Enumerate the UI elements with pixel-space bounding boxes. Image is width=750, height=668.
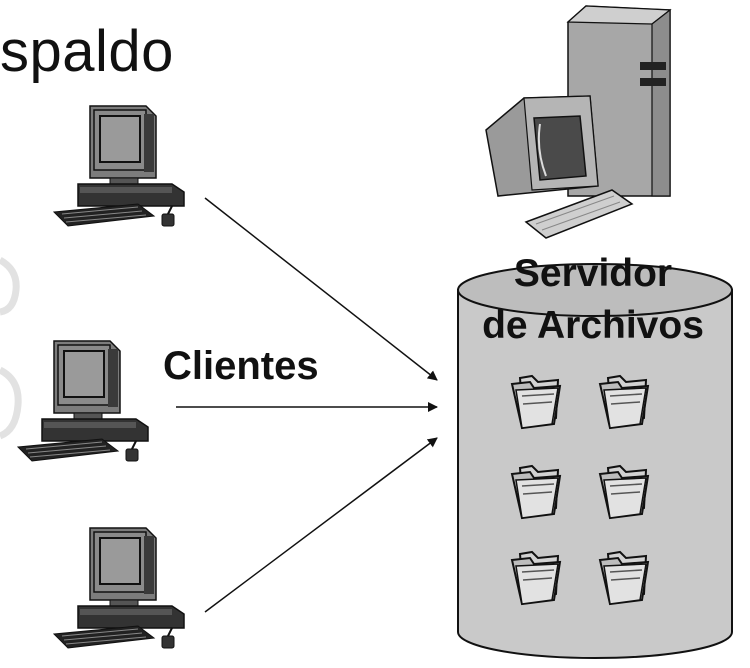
client-computer-2-icon xyxy=(17,340,149,462)
slide-title: spaldo xyxy=(0,19,174,84)
arrow-client-1-to-server xyxy=(204,197,438,381)
server-label-line-2: de Archivos xyxy=(482,304,704,347)
clients-label: Clientes xyxy=(163,344,319,388)
arrow-client-3-to-server xyxy=(204,437,438,613)
client-computer-3-icon xyxy=(53,527,185,649)
server-label-line-1: Servidor xyxy=(513,252,673,295)
client-computer-1-icon xyxy=(53,105,185,227)
server-label: Servidor de Archivos xyxy=(438,248,748,352)
server-computer-icon xyxy=(485,5,672,239)
watermark-fragment xyxy=(0,256,22,440)
